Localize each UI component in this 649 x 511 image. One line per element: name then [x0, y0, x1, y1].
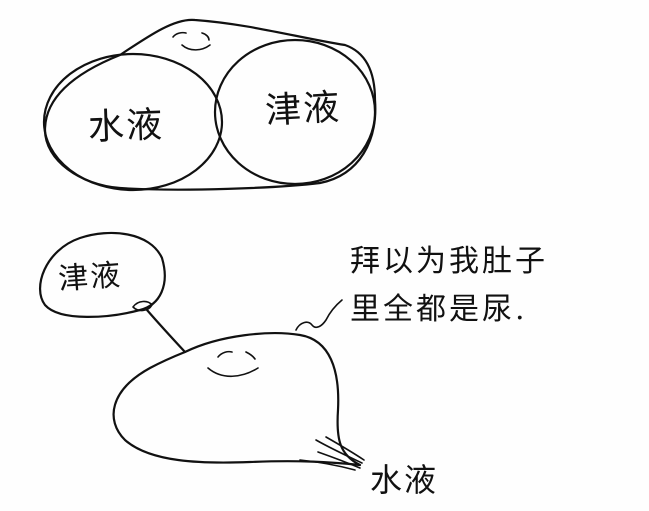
- speech-squiggle: [295, 299, 343, 331]
- top-face-eye: [201, 32, 210, 41]
- balloon-label: 津液: [57, 257, 124, 298]
- top-face-smile: [181, 44, 211, 51]
- fluid-streak: [315, 439, 363, 464]
- left-circle-label: 水液: [87, 104, 165, 149]
- fluid-streak: [325, 436, 365, 461]
- caption-text: 拜以为我肚子 里全都是尿.: [350, 238, 548, 334]
- right-circle-label: 津液: [264, 87, 343, 132]
- tail-label: 水液: [370, 461, 439, 499]
- balloon-string: [145, 308, 187, 354]
- bottom-face-eye: [217, 350, 233, 358]
- fluid-streak: [317, 451, 361, 469]
- bottom-face-smile: [207, 367, 259, 378]
- bottom-face-eye: [245, 351, 256, 360]
- caption-line-2: 里全都是尿.: [350, 292, 528, 327]
- right-circle: [213, 38, 377, 186]
- bottom-blob-outline: [112, 332, 362, 467]
- top-blob-figure: [42, 18, 377, 192]
- left-circle: [42, 52, 224, 192]
- bottom-blob-figure: [39, 231, 365, 471]
- top-face-eye: [172, 31, 187, 38]
- caption-line-1: 拜以为我肚子: [350, 244, 548, 279]
- balloon-knot: [132, 300, 153, 312]
- fluid-streak: [299, 459, 356, 471]
